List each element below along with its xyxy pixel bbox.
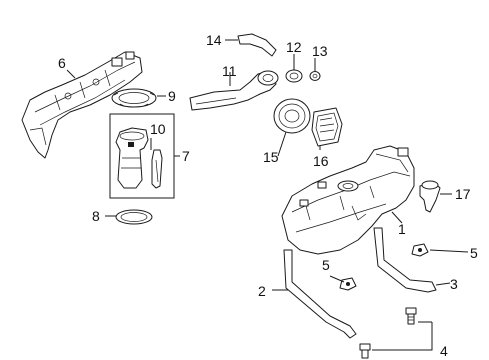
fuel-pump-box — [109, 113, 175, 199]
callout-16: 16 — [313, 153, 329, 169]
callout-4: 4 — [440, 343, 448, 359]
callout-5-upper: 5 — [470, 245, 478, 261]
leader-lines — [66, 39, 469, 351]
callout-11: 11 — [222, 63, 237, 79]
clip — [309, 71, 321, 81]
fuel-tank — [281, 145, 415, 255]
callout-8: 8 — [92, 208, 100, 224]
filler-seal — [285, 69, 303, 83]
callout-10: 10 — [150, 121, 166, 137]
callout-3: 3 — [450, 276, 458, 292]
fuel-tank-shield — [21, 51, 143, 159]
vent-hose — [237, 33, 277, 57]
callout-17: 17 — [455, 186, 471, 202]
tank-strap-left — [283, 249, 357, 339]
callout-6: 6 — [58, 55, 66, 71]
callout-13: 13 — [312, 43, 328, 59]
filler-pipe — [189, 70, 279, 111]
tank-strap-right — [373, 227, 437, 293]
callout-1: 1 — [398, 221, 406, 237]
bolt-lower — [359, 343, 371, 359]
o-ring — [115, 209, 153, 225]
callouts: 1 2 3 4 5 5 6 7 8 9 10 11 12 13 14 15 16… — [58, 32, 478, 359]
callout-2: 2 — [258, 283, 266, 299]
bolt-upper — [405, 307, 417, 325]
vent-valve — [419, 180, 441, 213]
fuel-door — [311, 107, 343, 147]
callout-12: 12 — [286, 39, 302, 55]
filler-housing — [273, 98, 311, 134]
nut-lower — [339, 277, 357, 291]
callout-5-lower: 5 — [322, 257, 330, 273]
callout-9: 9 — [168, 88, 176, 104]
callout-7: 7 — [182, 148, 190, 164]
lock-ring — [111, 88, 157, 108]
callout-14: 14 — [206, 32, 222, 48]
callout-15: 15 — [263, 149, 279, 165]
nut-upper — [411, 243, 429, 257]
